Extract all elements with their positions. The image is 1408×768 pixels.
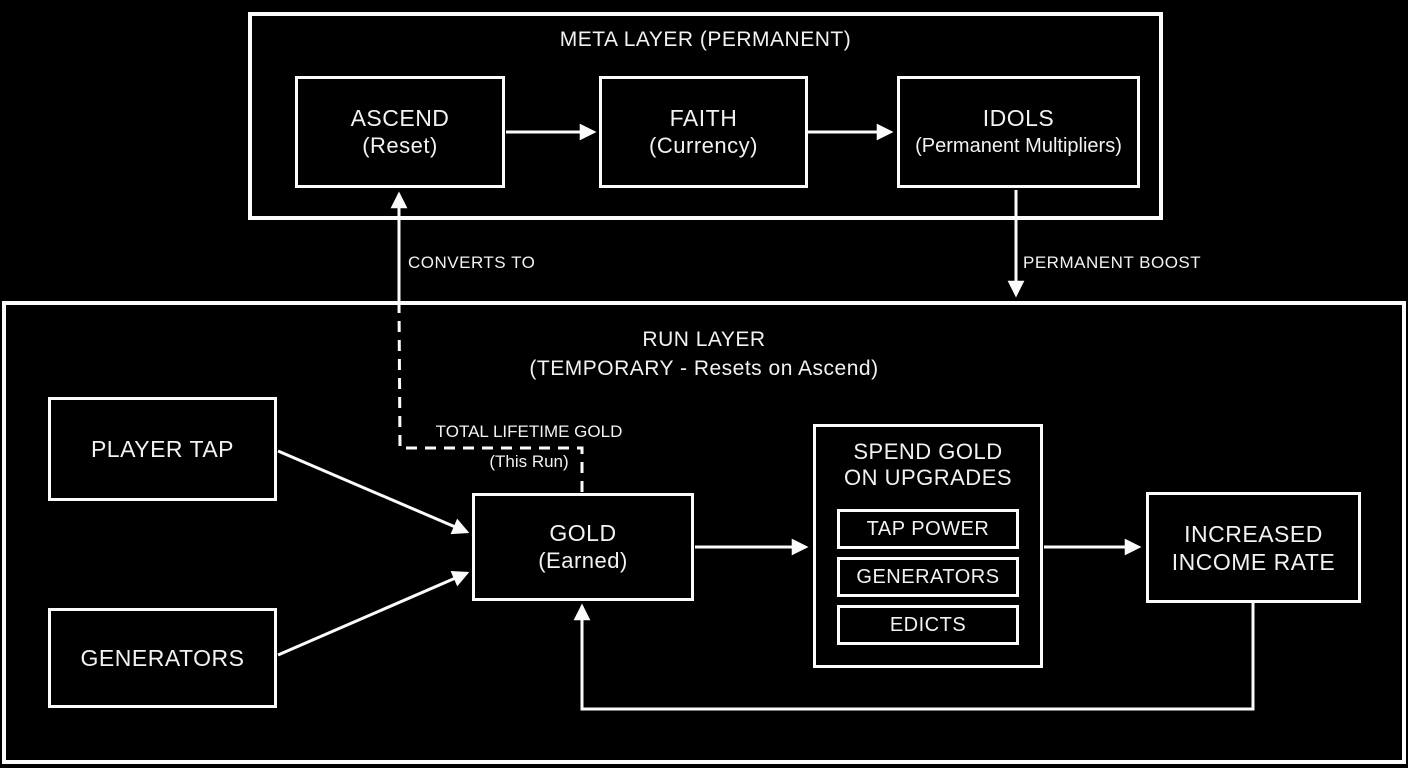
player-tap-label: PLAYER TAP (90, 436, 235, 462)
total-lifetime-gold-label: TOTAL LIFETIME GOLD (This Run) (403, 422, 655, 471)
node-faith: FAITH (Currency) (599, 76, 808, 188)
node-player-tap: PLAYER TAP (48, 397, 277, 501)
upgrade-item-edicts: EDICTS (837, 605, 1019, 645)
converts-to-label: CONVERTS TO (408, 253, 536, 272)
node-idols: IDOLS (Permanent Multipliers) (897, 76, 1140, 188)
run-layer-title: RUN LAYER (642, 328, 766, 351)
spend-title-line2: ON UPGRADES (843, 465, 1013, 490)
ascend-subtitle: (Reset) (362, 133, 438, 158)
faith-subtitle: (Currency) (649, 133, 758, 158)
generators-label: GENERATORS (80, 645, 245, 671)
lifetime-gold-text: TOTAL LIFETIME GOLD (435, 422, 623, 441)
permanent-boost-label: PERMANENT BOOST (1023, 253, 1202, 272)
ascend-title: ASCEND (350, 105, 450, 131)
spend-title-line1: SPEND GOLD (853, 439, 1003, 464)
spend-gold-title: SPEND GOLD ON UPGRADES (844, 439, 1012, 491)
increased-line2: INCOME RATE (1171, 548, 1336, 575)
meta-layer-title: META LAYER (PERMANENT) (559, 28, 852, 51)
increased-line1: INCREASED (1184, 520, 1323, 547)
arrow-player-tap-to-gold (277, 449, 470, 535)
node-ascend: ASCEND (Reset) (295, 76, 505, 188)
node-spend-gold: SPEND GOLD ON UPGRADES TAP POWER GENERAT… (813, 424, 1043, 668)
faith-title: FAITH (669, 105, 738, 131)
run-layer-subtitle: (TEMPORARY - Resets on Ascend) (529, 357, 879, 380)
this-run-text: (This Run) (489, 452, 569, 471)
idols-subtitle: (Permanent Multipliers) (915, 135, 1122, 157)
node-gold: GOLD (Earned) (472, 493, 694, 601)
dashed-lifetime-gold-path (397, 301, 584, 492)
node-increased-income: INCREASED INCOME RATE (1146, 492, 1361, 603)
gold-title: GOLD (549, 520, 617, 546)
run-layer-box (2, 301, 1406, 764)
gold-subtitle: (Earned) (538, 548, 628, 573)
upgrade-items: TAP POWER GENERATORS EDICTS (837, 509, 1019, 645)
arrow-generators-to-gold (277, 570, 470, 657)
meta-layer-box (248, 12, 1163, 220)
idols-title: IDOLS (982, 105, 1055, 131)
arrow-income-feedback-to-gold (573, 601, 1255, 711)
node-generators: GENERATORS (48, 608, 277, 708)
upgrade-item-tap-power: TAP POWER (837, 509, 1019, 549)
upgrade-item-generators: GENERATORS (837, 557, 1019, 597)
